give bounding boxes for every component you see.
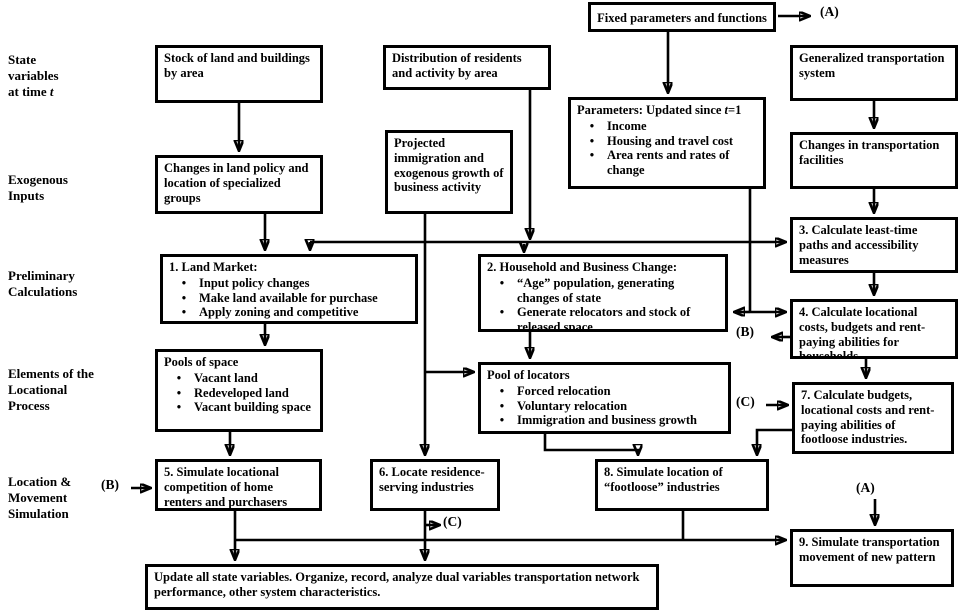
box-generalized-transportation: Generalized transportation system — [790, 45, 958, 101]
box-fixed-parameters: Fixed parameters and functions — [588, 2, 776, 32]
box-pools-of-space: Pools of space •Vacant land •Redeveloped… — [155, 349, 323, 432]
bullet-icon: • — [181, 290, 187, 305]
row-label-preliminary-calculations: Preliminary Calculations — [8, 268, 78, 299]
connector-label-c-out: (C) — [443, 514, 462, 530]
box-pool-of-locators: Pool of locators •Forced relocation •Vol… — [478, 362, 731, 434]
box-title: 1. Land Market: — [169, 260, 258, 274]
box-changes-land-policy: Changes in land policy and location of s… — [155, 155, 323, 214]
row-label-elements-locational-process: Elements of the Locational Process — [8, 366, 94, 413]
box-3-calc-least-time-paths: 3. Calculate least-time paths and access… — [790, 217, 958, 273]
box-changes-transportation: Changes in transportation facilities — [790, 132, 958, 189]
row-label-state-variables: State variables at time t — [8, 52, 59, 99]
connector-label-b-in: (B) — [101, 477, 119, 493]
box-parameters-updated: Parameters: Updated since t=1 •Income •H… — [568, 97, 766, 189]
row-label-location-movement-simulation: Location & Movement Simulation — [8, 474, 72, 521]
bullet-icon: • — [589, 148, 595, 163]
connector-label-a-top: (A) — [820, 4, 839, 20]
box-title: Pool of locators — [487, 368, 570, 382]
box-title: 2. Household and Business Change: — [487, 260, 677, 274]
arrow-box7-to-box8 — [757, 428, 792, 453]
box-8-simulate-footloose-location: 8. Simulate location of “footloose” indu… — [595, 459, 769, 511]
bullet-icon: • — [176, 385, 182, 400]
bullet-icon: • — [176, 370, 182, 385]
box-distribution-residents: Distribution of residents and activity b… — [383, 45, 551, 90]
bullet-icon: • — [499, 383, 505, 398]
bullet-icon: • — [499, 305, 505, 320]
box-7-calc-budgets-footloose: 7. Calculate budgets, locational costs a… — [792, 382, 954, 454]
box-1-land-market: 1. Land Market: •Input policy changes •M… — [160, 254, 418, 324]
arrow-poollocators-to-box8 — [543, 434, 638, 453]
bullet-icon: • — [589, 133, 595, 148]
connector-label-c-in: (C) — [736, 394, 755, 410]
box-9-simulate-transportation-movement: 9. Simulate transportation movement of n… — [790, 529, 954, 587]
box-5-simulate-locational-competition: 5. Simulate locational competition of ho… — [155, 459, 322, 511]
connector-label-a-mid: (A) — [856, 480, 875, 496]
box-stock-land-buildings: Stock of land and buildings by area — [155, 45, 323, 103]
bullet-icon: • — [499, 275, 505, 290]
box-2-household-business-change: 2. Household and Business Change: •“Age”… — [478, 254, 728, 332]
bullet-icon: • — [176, 400, 182, 415]
bullet-icon: • — [499, 413, 505, 428]
box-4-calc-locational-costs: 4. Calculate locational costs, budgets a… — [790, 299, 958, 359]
bullet-icon: • — [181, 305, 187, 320]
box-title: Parameters: Updated since t=1 — [577, 103, 742, 117]
box-6-locate-residence-serving: 6. Locate residence-serving industries — [370, 459, 500, 511]
bullet-icon: • — [181, 275, 187, 290]
box-update-state-variables: Update all state variables. Organize, re… — [145, 564, 659, 610]
row-label-exogenous-inputs: Exogenous Inputs — [8, 172, 68, 203]
box-projected-immigration: Projected immigration and exogenous grow… — [385, 130, 513, 214]
connector-label-b-out: (B) — [736, 324, 754, 340]
box-title: Pools of space — [164, 355, 239, 369]
bullet-icon: • — [589, 118, 595, 133]
bullet-icon: • — [499, 398, 505, 413]
